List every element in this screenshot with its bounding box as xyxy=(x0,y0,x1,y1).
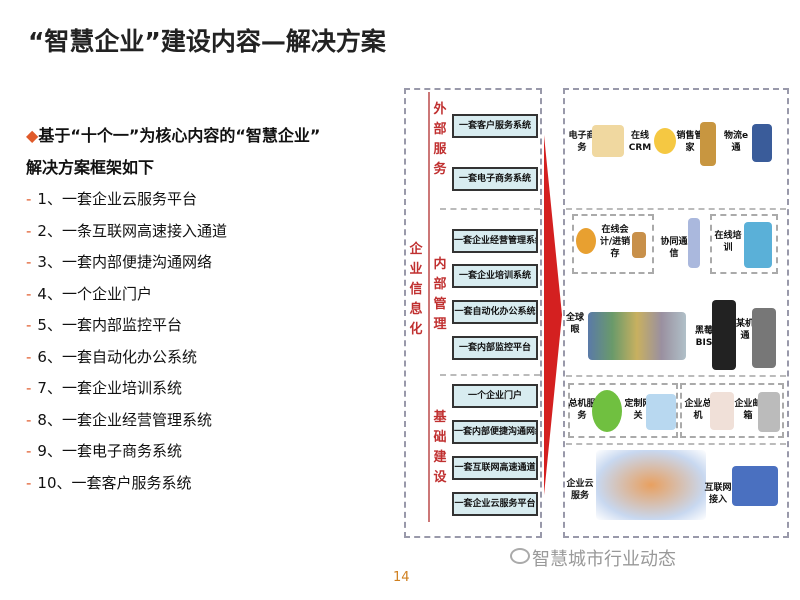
services-panel xyxy=(563,88,789,538)
camera-feeds-icon xyxy=(588,312,686,360)
systems-panel xyxy=(404,88,542,538)
system-box: 一套内部便捷沟通网络 xyxy=(452,420,538,444)
device-icon xyxy=(632,232,646,258)
service-label: 定制网关 xyxy=(624,399,652,421)
service-label: 电子商务 xyxy=(568,131,596,153)
phone-icon xyxy=(752,308,776,368)
sms-icon xyxy=(592,390,622,432)
divider xyxy=(566,208,786,210)
list-item: -2、一条互联网高速接入通道 xyxy=(26,221,227,240)
gateway-icon xyxy=(646,394,676,430)
service-label: 企业云服务 xyxy=(566,479,594,501)
system-box: 一套电子商务系统 xyxy=(452,167,538,191)
system-box: 一套客户服务系统 xyxy=(452,114,538,138)
service-label: 全球眼 xyxy=(566,313,585,335)
system-box: 一套内部监控平台 xyxy=(452,336,538,360)
service-group xyxy=(572,214,654,274)
service-group xyxy=(568,383,678,438)
divider xyxy=(440,374,540,376)
smiley-icon xyxy=(654,128,676,154)
intro-line-1: 基于“十个一”为核心内容的“智慧企业” xyxy=(38,126,321,145)
watermark: 智慧城市行业动态 xyxy=(532,549,676,570)
list-item: -10、一套客户服务系统 xyxy=(26,473,192,492)
divider xyxy=(428,92,430,522)
mail-icon xyxy=(758,392,780,432)
group-label: 外部服务 xyxy=(433,102,447,177)
coin-icon xyxy=(576,228,596,254)
service-label: 某机通 xyxy=(736,319,755,341)
service-label: 协同通信 xyxy=(660,237,688,259)
logistics-icon xyxy=(752,124,772,162)
service-group xyxy=(680,383,784,438)
system-box: 一套企业经营管理系统 xyxy=(452,229,538,253)
intro: ◆基于“十个一”为核心内容的“智慧企业” 解决方案框架如下 xyxy=(26,120,320,184)
main-label: 企业信息化 xyxy=(409,242,423,337)
list-item: -9、一套电子商务系统 xyxy=(26,442,182,460)
phone-icon xyxy=(688,218,700,268)
service-label: 企业总机 xyxy=(684,399,712,421)
slide-title: “智慧企业”建设内容—解决方案 xyxy=(28,27,386,56)
system-box: 一套互联网高速通道 xyxy=(452,456,538,480)
cloud-network-icon xyxy=(596,450,706,520)
list-item: -7、一套企业培训系统 xyxy=(26,379,182,397)
service-group xyxy=(710,214,778,274)
page-number: 14 xyxy=(393,570,410,585)
ecommerce-icon xyxy=(592,125,624,157)
divider xyxy=(566,375,786,377)
system-box: 一套自动化办公系统 xyxy=(452,300,538,324)
service-label: 企业邮箱 xyxy=(734,399,762,421)
system-box: 一套企业培训系统 xyxy=(452,264,538,288)
list-item: -4、一个企业门户 xyxy=(26,284,152,303)
solution-list: -1、一套企业云服务平台 -2、一条互联网高速接入通道 -3、一套内部便捷沟通网… xyxy=(26,184,227,499)
service-label: 总机服务 xyxy=(568,399,596,421)
group-label: 基础建设 xyxy=(433,410,447,485)
computers-icon xyxy=(732,466,778,506)
switchboard-icon xyxy=(710,392,734,430)
divider xyxy=(440,208,540,210)
arrow-right-icon xyxy=(544,135,562,495)
group-label: 内部管理 xyxy=(433,257,447,332)
system-box: 一个企业门户 xyxy=(452,384,538,408)
service-label: 在线CRM xyxy=(628,131,652,153)
intro-line-2: 解决方案框架如下 xyxy=(26,158,155,177)
list-item: -1、一套企业云服务平台 xyxy=(26,190,197,208)
service-label: 互联网接入 xyxy=(704,483,732,505)
list-item: -3、一套内部便捷沟通网络 xyxy=(26,253,212,271)
wechat-icon xyxy=(510,548,530,564)
service-label: 在线培训 xyxy=(714,231,742,253)
service-label: 黑莓BIS xyxy=(694,326,713,348)
phone-icon xyxy=(700,122,716,166)
list-item: -8、一套企业经营管理系统 xyxy=(26,410,212,429)
service-label: 销售管家 xyxy=(676,131,704,153)
training-icon xyxy=(744,222,772,268)
system-box: 一套企业云服务平台 xyxy=(452,492,538,516)
service-label: 物流e通 xyxy=(723,131,749,153)
diamond-bullet-icon: ◆ xyxy=(26,126,39,145)
divider xyxy=(566,443,786,445)
blackberry-icon xyxy=(712,300,736,370)
list-item: -6、一套自动化办公系统 xyxy=(26,347,197,366)
list-item: -5、一套内部监控平台 xyxy=(26,316,182,334)
service-label: 在线会计/进销存 xyxy=(599,225,631,259)
